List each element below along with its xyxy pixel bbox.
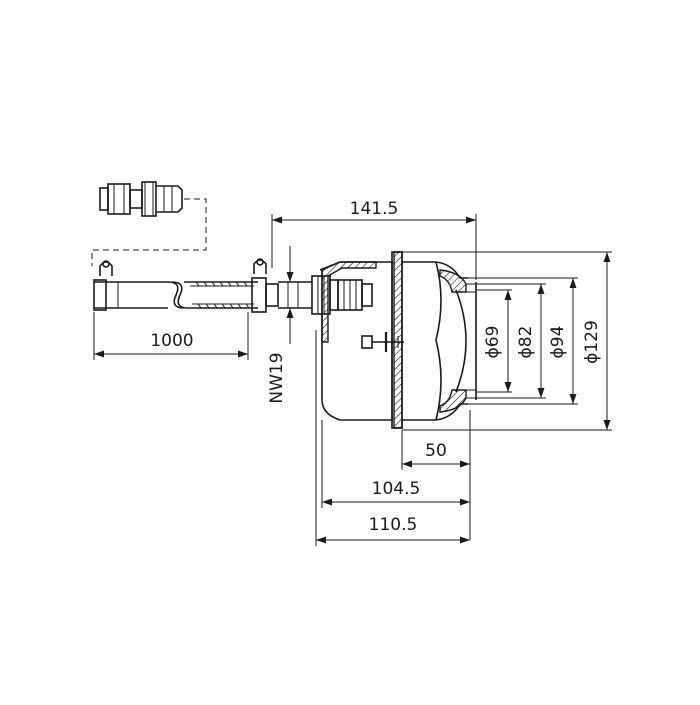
main-housing-section [319, 251, 477, 429]
dim-141-label: 141.5 [350, 199, 399, 219]
dim-104-label: 104.5 [372, 479, 421, 499]
hose-fitting-detail [91, 181, 207, 266]
dim-depths: 50 104.5 110.5 [315, 330, 471, 546]
dim-hose-length: 1000 [93, 312, 249, 360]
dim-50-label: 50 [425, 441, 447, 461]
dim-nominal-width: NW19 [267, 246, 294, 404]
dim-phi82-label: ϕ82 [516, 326, 536, 359]
dim-phi69-label: ϕ69 [483, 326, 503, 359]
dim-overall-length: 141.5 [271, 199, 477, 280]
dim-110-label: 110.5 [369, 515, 418, 535]
dim-nw19-label: NW19 [267, 352, 287, 403]
dim-1000-label: 1000 [150, 331, 193, 351]
hose-assembly [93, 258, 339, 315]
dim-phi94-label: ϕ94 [548, 326, 568, 359]
dim-phi129-label: ϕ129 [582, 320, 602, 364]
dim-diameters: ϕ69 ϕ82 ϕ94 ϕ129 [402, 251, 612, 431]
